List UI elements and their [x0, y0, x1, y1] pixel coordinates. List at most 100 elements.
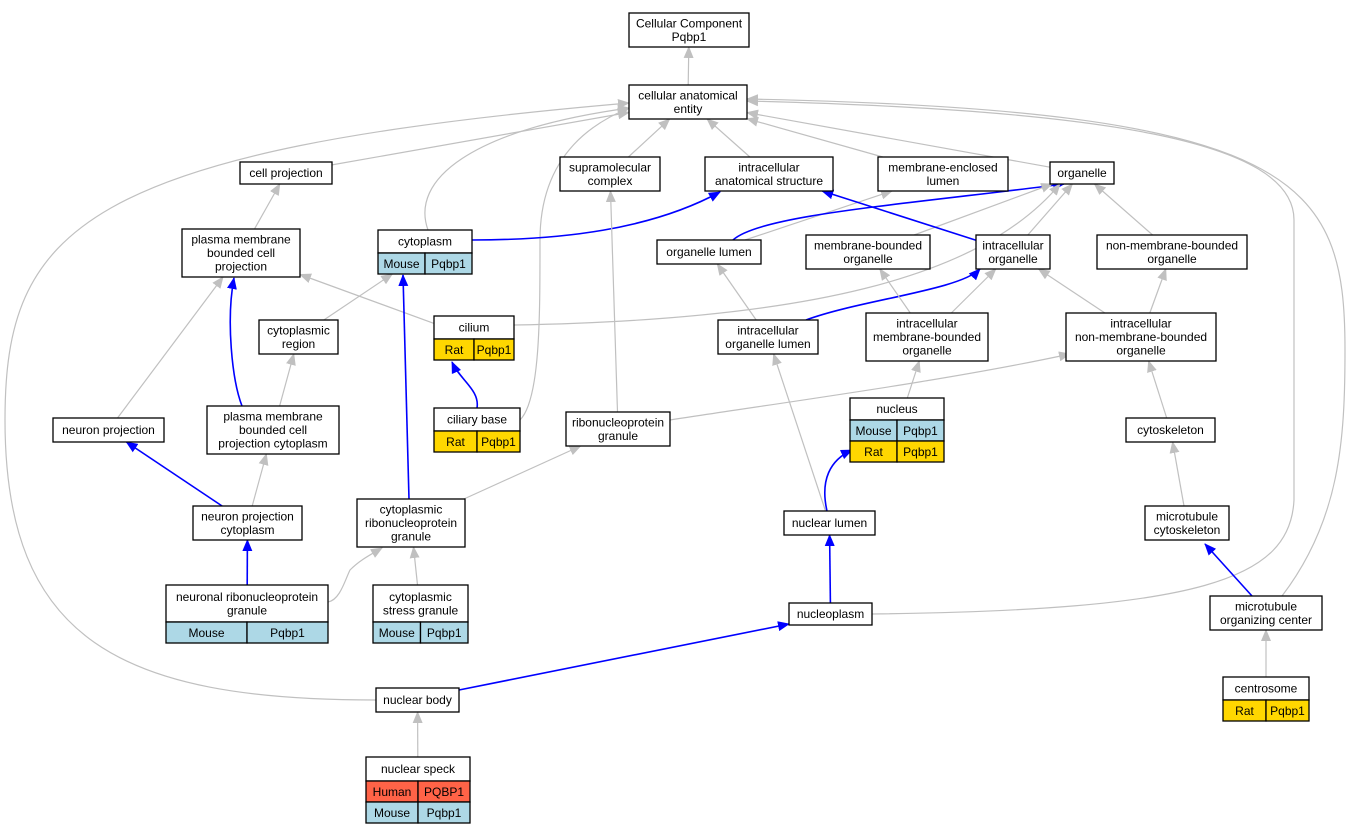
edge-npc-to-pmbcpc	[251, 453, 269, 507]
node-label-line: region	[282, 337, 315, 351]
edge-mtcyto-to-cytoskeleton	[1169, 441, 1185, 507]
node-label-line: plasma membrane	[223, 410, 323, 424]
node-label-line: intracellular	[982, 238, 1043, 252]
gene-label: Pqbp1	[270, 626, 305, 640]
node-label-box	[1096, 234, 1248, 270]
edge-pmbcpc-to-pmbcp	[227, 277, 243, 407]
node-organelle[interactable]: organelle	[1049, 161, 1115, 185]
node-label-line: nucleus	[876, 402, 917, 416]
node-label-box	[656, 239, 762, 265]
node-label-line: ribonucleoprotein	[572, 415, 664, 429]
gene-label: Pqbp1	[477, 343, 512, 357]
edge-nrnpg-to-crnpg	[327, 547, 383, 603]
node-label-line: granule	[227, 603, 267, 617]
node-label-line: cytoplasmic	[267, 323, 330, 337]
node-label-line: organelle	[1116, 344, 1166, 358]
node-label-line: organelle lumen	[725, 337, 810, 351]
edge-crnpg-to-cytoplasm	[398, 274, 410, 500]
node-nucleoplasm[interactable]: nucleoplasm	[788, 602, 873, 626]
node-label-line: nuclear speck	[381, 762, 456, 776]
node-label-line: neuron projection	[62, 423, 155, 437]
node-label-box	[628, 84, 748, 120]
gene-label: PQBP1	[424, 785, 464, 799]
node-nucbody[interactable]: nuclear body	[375, 687, 460, 713]
node-label-box	[865, 312, 989, 362]
node-label-box	[559, 156, 661, 192]
edge-orglumen-to-organelle	[732, 180, 1065, 241]
node-label-box	[356, 498, 466, 548]
node-label-line: cellular anatomical	[638, 88, 737, 102]
edge-npc-to-neuronproj	[125, 441, 223, 507]
node-label-line: cilium	[459, 321, 490, 335]
edge-rnpgranule-to-inmbo	[669, 351, 1071, 421]
node-label-box	[783, 510, 876, 536]
gene-cell	[473, 338, 515, 361]
species-label: Mouse	[374, 806, 410, 820]
gene-label: Pqbp1	[431, 257, 466, 271]
node-label-line: complex	[588, 174, 633, 188]
edge-csg-to-crnpg	[409, 546, 420, 586]
node-label-line: cytoskeleton	[1137, 423, 1204, 437]
node-nuclumen[interactable]: nuclear lumen	[783, 510, 876, 536]
node-neuronproj[interactable]: neuron projection	[52, 417, 165, 443]
gene-label: Pqbp1	[427, 806, 462, 820]
node-label-line: intracellular	[737, 323, 798, 337]
edge-imbo-to-mbo	[879, 268, 911, 314]
node-label-line: plasma membrane	[191, 233, 291, 247]
node-label-line: neuronal ribonucleoprotein	[176, 590, 318, 604]
node-label-line: microtubule	[1235, 599, 1297, 613]
node-inmbo[interactable]: intracellularnon-membrane-boundedorganel…	[1065, 312, 1217, 362]
node-label-line: bounded cell	[207, 246, 275, 260]
node-label-box	[181, 228, 301, 278]
edge-ciliarybase-to-cae	[519, 107, 630, 421]
node-label-box	[375, 687, 460, 713]
node-label-line: organizing center	[1220, 613, 1312, 627]
node-label-line: membrane-bounded	[873, 330, 981, 344]
node-orglumen[interactable]: organelle lumen	[656, 239, 762, 265]
edge-supramol-to-cae	[627, 118, 671, 158]
node-label-box	[975, 234, 1051, 270]
node-label-line: cytoplasm	[220, 523, 274, 537]
node-label-box	[365, 756, 471, 782]
gene-label: Pqbp1	[903, 445, 938, 459]
edge-nucbody-to-cae	[4, 98, 630, 701]
edge-pmbcp-to-cellproj	[253, 183, 281, 230]
node-label-box	[1209, 595, 1323, 631]
edge-nucleoplasm-to-nuclumen	[824, 534, 835, 604]
edge-rnpgranule-to-supramol	[605, 190, 619, 413]
node-cytoskeleton[interactable]: cytoskeleton	[1125, 417, 1216, 443]
node-label-line: membrane-enclosed	[888, 160, 997, 174]
node-cellproj[interactable]: cell projection	[239, 161, 333, 185]
node-label-line: neuron projection	[201, 509, 294, 523]
node-label-box	[372, 584, 469, 623]
edge-nucleus-to-imbo	[906, 360, 921, 399]
node-label-line: centrosome	[1235, 682, 1298, 696]
